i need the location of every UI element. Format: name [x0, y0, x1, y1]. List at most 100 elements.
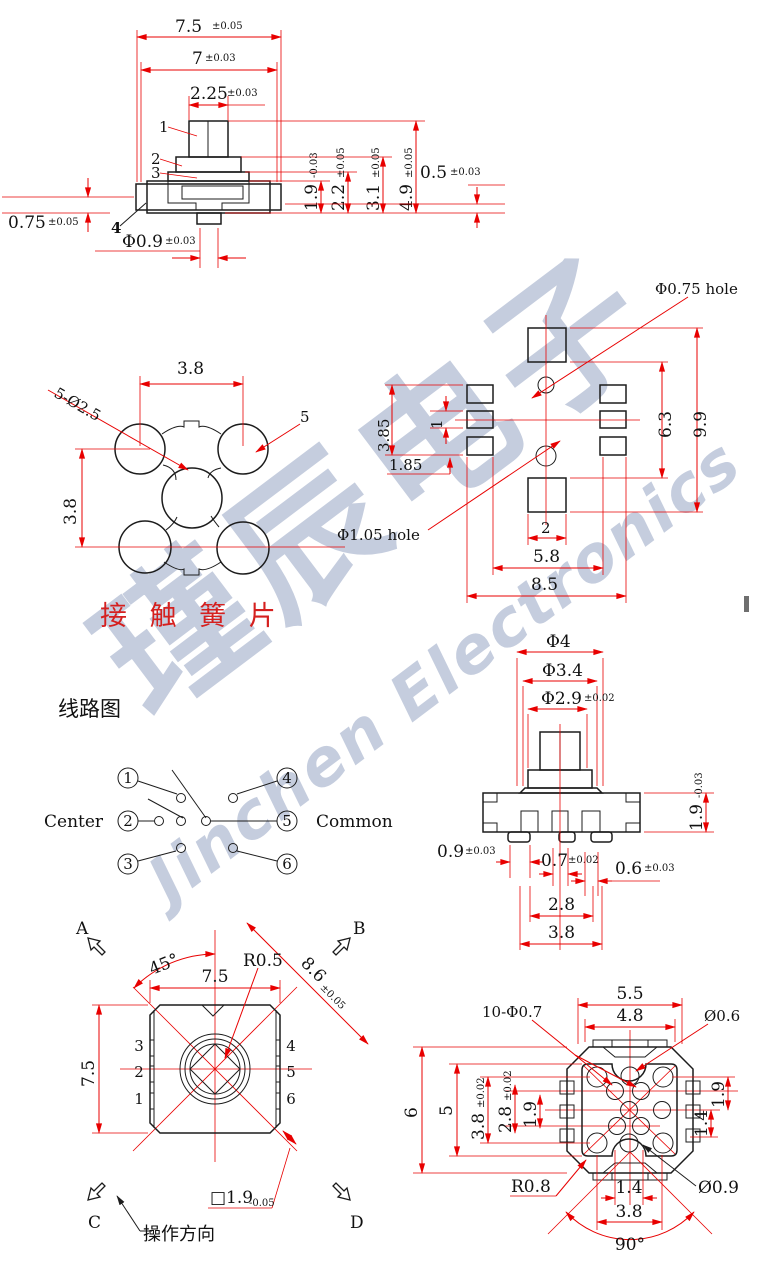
- svg-text:6.3: 6.3: [656, 411, 676, 438]
- watermark: 瑾辰电子 Jinchen Electronics: [67, 220, 755, 925]
- svg-text:4: 4: [286, 1037, 296, 1055]
- side-section-view: 7.5 ±0.05 7 ±0.03 2.25 ±0.03 1.9-0.03 2.…: [2, 17, 505, 268]
- dim-bottom-w-inner: 4.8: [584, 1006, 676, 1042]
- svg-text:3: 3: [123, 855, 133, 873]
- part-label-3: 3: [151, 164, 161, 182]
- svg-text:±0.03: ±0.03: [205, 53, 236, 64]
- svg-text:8.5: 8.5: [531, 575, 558, 595]
- svg-text:Φ4: Φ4: [546, 632, 571, 652]
- svg-text:8.6: 8.6: [296, 953, 329, 986]
- svg-text:4: 4: [282, 769, 292, 787]
- dim-side-edge: 0.5 ±0.03: [285, 163, 505, 228]
- svg-text:Φ2.9: Φ2.9: [541, 689, 582, 709]
- dim-pcb-outer-height: 9.9: [570, 327, 711, 513]
- svg-text:9.9: 9.9: [691, 411, 711, 438]
- svg-text:±0.02: ±0.02: [584, 693, 615, 704]
- svg-text:1: 1: [134, 1090, 144, 1108]
- dim-bottom-h-pads: 5: [437, 1063, 582, 1157]
- dim-top-square: □1.9 -0.05: [208, 1130, 297, 1209]
- dim-pcb-width: 8.5: [466, 457, 627, 603]
- arrow-b-icon: [332, 937, 351, 956]
- dim-pcb-pad: 1: [428, 396, 463, 444]
- svg-text:±0.05: ±0.05: [371, 147, 382, 178]
- svg-text:2.25: 2.25: [190, 84, 228, 104]
- dim-pcb-span: 5.8: [492, 457, 604, 575]
- svg-text:5.8: 5.8: [533, 547, 560, 567]
- svg-text:Φ3.4: Φ3.4: [542, 661, 583, 681]
- dim-front-d34: Φ3.4: [522, 661, 598, 786]
- pcb-hole-top-callout: Φ0.75 hole: [531, 280, 738, 399]
- switch-top-outline: [149, 1004, 281, 1134]
- svg-text:4.8: 4.8: [616, 1006, 643, 1026]
- dim-top-diagonal: 8.6±0.05: [296, 953, 347, 1011]
- svg-text:3.1: 3.1: [364, 184, 384, 211]
- dim-top-height: 7.5: [79, 1004, 148, 1134]
- bottom-view: 5.5 4.8 10-Φ0.7 Ø0.6 6 5 3.8±0.02 2.8±0.…: [402, 984, 740, 1255]
- dim-bottom-h-holes: 3.8±0.02: [469, 1076, 590, 1144]
- part-label-4: 4: [111, 219, 121, 237]
- dim-bottom-angle: 90°: [547, 1151, 713, 1255]
- svg-text:1.9: 1.9: [521, 1101, 541, 1128]
- dim-front-span-inner: 2.8: [529, 886, 594, 922]
- svg-text:2: 2: [134, 1063, 144, 1081]
- direction-c-label: C: [88, 1213, 101, 1233]
- dim-front-height: 1.9-0.03: [644, 772, 714, 833]
- svg-text:7: 7: [192, 49, 203, 69]
- svg-text:10-Φ0.7: 10-Φ0.7: [482, 1003, 542, 1021]
- center-label: Center: [44, 812, 104, 832]
- svg-text:5: 5: [286, 1063, 296, 1081]
- callout-d-corner: Ø0.9: [642, 1144, 739, 1198]
- dim-bottom-h-inner: 2.8±0.02: [496, 1070, 519, 1134]
- circuit-diagram: 线路图 1 2 3 4 5 6 Center Common: [44, 697, 393, 875]
- direction-a-label: A: [75, 919, 89, 939]
- dim-pcb-pads-height: 3.85: [375, 384, 463, 456]
- svg-text:3.8: 3.8: [615, 1202, 642, 1222]
- svg-text:1.4: 1.4: [692, 1110, 712, 1137]
- dim-side-body-width: 7 ±0.03: [140, 49, 278, 182]
- svg-text:0.75: 0.75: [8, 213, 46, 233]
- direction-arrows: A B C D: [75, 919, 366, 1233]
- dim-top-width: 7.5: [149, 967, 281, 1003]
- svg-text:1.9: 1.9: [302, 184, 322, 211]
- common-label: Common: [316, 812, 393, 832]
- dim-bottom-r-lower: 1.4: [690, 1109, 718, 1138]
- dim-front-pin: 0.7 ±0.02: [539, 848, 599, 886]
- svg-text:Ø0.9: Ø0.9: [698, 1178, 739, 1198]
- svg-text:±0.03: ±0.03: [227, 88, 258, 99]
- operation-direction-note: 操作方向: [116, 1195, 215, 1245]
- svg-text:5: 5: [437, 1105, 457, 1116]
- svg-text:±0.05: ±0.05: [404, 147, 415, 178]
- arrow-a-icon: [87, 937, 106, 956]
- svg-text:±0.02: ±0.02: [568, 855, 599, 866]
- svg-text:±0.03: ±0.03: [465, 846, 496, 857]
- svg-text:1.9: 1.9: [709, 1081, 729, 1108]
- side-part-callouts: 1 2 3 4: [111, 118, 198, 237]
- svg-text:45°: 45°: [146, 950, 181, 980]
- svg-text:±0.05: ±0.05: [336, 147, 347, 178]
- svg-text:±0.05: ±0.05: [48, 217, 79, 228]
- dim-pcb-pitch: 1.85: [387, 456, 454, 475]
- svg-text:Ø0.6: Ø0.6: [704, 1007, 740, 1025]
- svg-text:-0.03: -0.03: [694, 772, 705, 798]
- dim-spring-height: 3.8: [61, 448, 345, 548]
- svg-text:-0.05: -0.05: [249, 1198, 275, 1209]
- direction-d-label: D: [350, 1213, 364, 1233]
- dim-bottom-b-inner: 1.4: [601, 1150, 657, 1205]
- svg-text:0.7: 0.7: [541, 851, 568, 871]
- svg-text:3.85: 3.85: [375, 419, 393, 452]
- callout-radius: R0.8: [510, 1159, 587, 1197]
- svg-text:1: 1: [428, 419, 446, 429]
- pcb-hole-bottom-callout: Φ1.05 hole: [337, 440, 561, 544]
- dim-bottom-r-upper: 1.9: [672, 1076, 735, 1111]
- svg-text:6: 6: [402, 1107, 422, 1118]
- circuit-wires: [137, 769, 278, 862]
- svg-text:5: 5: [282, 812, 292, 830]
- dim-front-leg: 0.9 ±0.03: [437, 842, 544, 878]
- svg-text:4.9: 4.9: [397, 184, 417, 211]
- top-pin-numbers: 3 2 1 4 5 6: [134, 1037, 296, 1108]
- dim-top-radius: R0.5: [224, 951, 283, 1059]
- callout-holes: 10-Φ0.7: [482, 1003, 637, 1088]
- direction-b-label: B: [353, 919, 366, 939]
- top-view-redlines: [120, 922, 369, 1162]
